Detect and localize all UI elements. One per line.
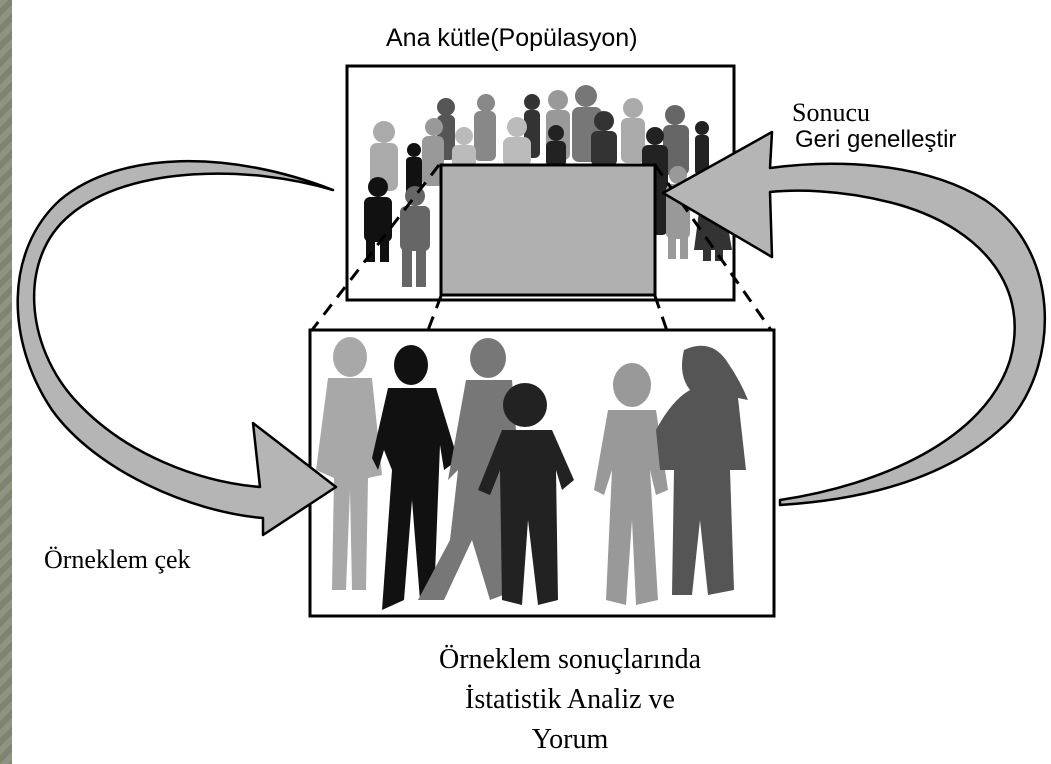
draw-sample-arrow [16,159,338,537]
crowd-person [400,186,430,287]
sample-figures [316,337,748,610]
crowd-person [663,105,689,175]
sample-person-6 [656,345,748,595]
sample-person-4 [478,383,574,605]
analysis-line-2: İstatistik Analiz ve [465,684,675,715]
draw-sample-label: Örneklem çek [44,545,191,574]
crowd-person [364,177,392,262]
crowd-person [422,118,444,186]
sample-person-1 [316,337,382,590]
sample-person-2 [372,345,458,610]
sample-selection-box [439,163,657,297]
crowd-person [591,111,617,166]
generalize-arrow [661,130,1047,507]
analysis-line-3: Yorum [531,724,609,755]
crowd-person [474,94,496,161]
sample-person-5 [594,363,668,605]
crowd-person [621,98,645,163]
analysis-line-1: Örneklem sonuçlarında [438,644,702,675]
generalize-label-line2: Geri genelleştir [795,126,957,153]
population-label: Ana kütle(Popülasyon) [386,24,638,52]
generalize-label-line1: Sonucu [792,98,870,127]
crowd-person [695,121,709,175]
analysis-caption: Örneklem sonuçlarında İstatistik Analiz … [370,640,770,760]
crowd-person [503,117,531,167]
sample-person-3 [418,338,520,600]
crowd-person [546,125,566,167]
frame-left-border [0,0,12,764]
